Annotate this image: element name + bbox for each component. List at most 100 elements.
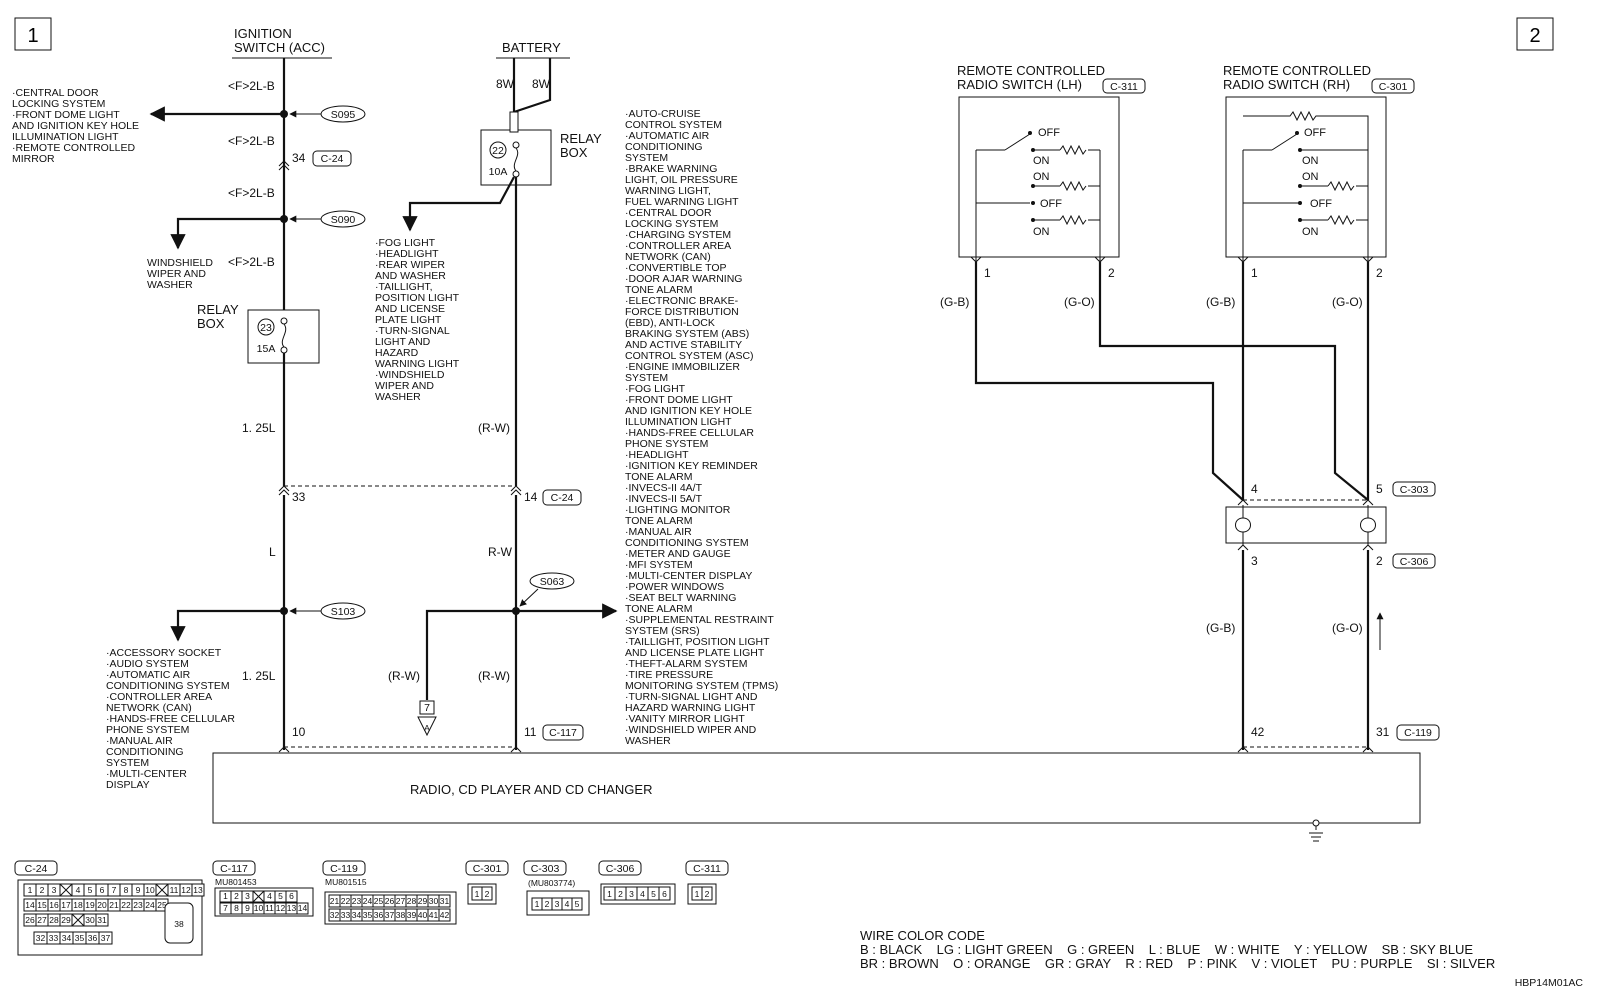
list-line: ·FOG LIGHT xyxy=(625,383,686,395)
connector-pin-label: 42 xyxy=(440,910,450,920)
list-line: ·MFI SYSTEM xyxy=(625,559,693,571)
splice-s103 xyxy=(320,602,366,620)
connector-cell xyxy=(438,908,451,922)
list-line: CONTROL SYSTEM xyxy=(625,119,722,131)
connector-pin-label: 22 xyxy=(121,900,131,910)
connector-cell xyxy=(285,890,298,903)
connector-cell xyxy=(481,886,493,901)
svg-text:C-24: C-24 xyxy=(321,153,344,165)
svg-text:OFF: OFF xyxy=(1040,198,1062,210)
list-line: NETWORK (CAN) xyxy=(625,251,711,263)
svg-text:7: 7 xyxy=(424,702,430,714)
connector-pin-label: 3 xyxy=(629,889,634,899)
list-line: TONE ALARM xyxy=(625,471,693,483)
wire-gb-lh xyxy=(974,262,1244,501)
connector-pin-label: 25 xyxy=(374,896,384,906)
list-line: CONDITIONING xyxy=(106,746,184,758)
svg-text:8W: 8W xyxy=(496,77,515,91)
list-line: ·TURN-SIGNAL xyxy=(375,325,450,337)
list-line: ·METER AND GAUGE xyxy=(625,548,731,560)
svg-text:34: 34 xyxy=(292,151,306,165)
connector-pin-label: 6 xyxy=(289,891,294,901)
svg-text:C-306: C-306 xyxy=(1400,556,1429,568)
connector-pin-label: 36 xyxy=(374,910,384,920)
list-line: ·ACCESSORY SOCKET xyxy=(106,647,222,659)
list-line: ·VANITY MIRROR LIGHT xyxy=(625,713,745,725)
svg-text:MU801515: MU801515 xyxy=(325,877,367,887)
svg-text:ON: ON xyxy=(1033,226,1050,238)
connector-pin-label: 2 xyxy=(234,891,239,901)
connector-tag-c24 xyxy=(312,150,352,167)
connector-pin-label: 5 xyxy=(88,885,93,895)
connector-pin-label: 1 xyxy=(223,891,228,901)
top-left-system-list: ·CENTRAL DOOR LOCKING SYSTEM·FRONT DOME … xyxy=(12,87,139,165)
list-line: ·DOOR AJAR WARNING xyxy=(625,273,742,285)
ignition-title-1: IGNITION xyxy=(234,26,292,41)
svg-text:(MU803774): (MU803774) xyxy=(528,878,575,888)
connector-cell xyxy=(98,931,113,945)
svg-text:1: 1 xyxy=(984,266,991,280)
list-line: ·CHARGING SYSTEM xyxy=(625,229,731,241)
connector-pin-label: 5 xyxy=(278,891,283,901)
list-line: NETWORK (CAN) xyxy=(106,702,192,714)
connector-pin-label: 34 xyxy=(62,933,72,943)
list-line: FORCE DISTRIBUTION xyxy=(625,306,739,318)
connector-pin-label: 2 xyxy=(485,889,490,899)
connector-pin-label: 6 xyxy=(662,889,667,899)
list-line: ·AUDIO SYSTEM xyxy=(106,658,189,670)
svg-text:(G-B): (G-B) xyxy=(1206,295,1235,309)
joint-loop-left xyxy=(1235,505,1251,545)
svg-text:4: 4 xyxy=(1251,482,1258,496)
splice-s063 xyxy=(529,572,575,590)
svg-text:B : BLACK LG : LIGHT GREEN: B : BLACK LG : LIGHT GREEN G : GREEN L :… xyxy=(860,942,1473,957)
list-line: SYSTEM xyxy=(625,152,668,164)
svg-text:2: 2 xyxy=(1108,266,1115,280)
svg-text:5: 5 xyxy=(1376,482,1383,496)
connector-pin-label: 23 xyxy=(133,900,143,910)
list-line: ·INVECS-II 5A/T xyxy=(625,493,703,505)
figure-code: HBP14M01AC xyxy=(1515,977,1584,989)
connector-pin-label: 24 xyxy=(363,896,373,906)
list-line: CONDITIONING xyxy=(625,141,703,153)
joint-loop-right xyxy=(1360,505,1376,545)
connector-pin-label: 26 xyxy=(25,915,35,925)
connector-pin-label: 6 xyxy=(100,885,105,895)
svg-text:C-24: C-24 xyxy=(551,492,574,504)
connector-cell xyxy=(95,913,109,927)
list-line: ·ELECTRONIC BRAKE- xyxy=(625,295,739,307)
svg-text:(G-O): (G-O) xyxy=(1332,621,1363,635)
connector-pin-label: 1 xyxy=(695,889,700,899)
connector-pin-label: 1 xyxy=(28,885,33,895)
list-line: AND LICENSE PLATE LIGHT xyxy=(625,647,765,659)
svg-text:C-311: C-311 xyxy=(693,863,721,875)
battery-title: BATTERY xyxy=(502,40,561,55)
list-line: ·LIGHTING MONITOR xyxy=(625,504,731,516)
connector-pin-label: 7 xyxy=(112,885,117,895)
svg-text:C-117: C-117 xyxy=(549,727,577,739)
list-line: CONDITIONING SYSTEM xyxy=(625,537,749,549)
svg-text:C-24: C-24 xyxy=(25,863,48,875)
list-line: ·TAILLIGHT, POSITION LIGHT xyxy=(625,636,770,648)
list-line: AND ACTIVE STABILITY xyxy=(625,339,742,351)
list-line: ·MULTI-CENTER xyxy=(106,768,187,780)
wire-label-l: L xyxy=(269,545,276,559)
connector-cell xyxy=(701,886,713,901)
connector-cell xyxy=(658,886,671,901)
svg-text:2: 2 xyxy=(1529,25,1540,47)
list-line: PHONE SYSTEM xyxy=(625,438,708,450)
list-line: ·HEADLIGHT xyxy=(375,248,439,260)
systems-list: ·AUTO-CRUISE CONTROL SYSTEM·AUTOMATIC AI… xyxy=(625,108,778,747)
connector-pin-label: 5 xyxy=(575,899,580,909)
connector-pin-label: 2 xyxy=(40,885,45,895)
connector-pin-label: 29 xyxy=(61,915,71,925)
wire-label-125l: 1. 25L xyxy=(242,421,276,435)
svg-text:S103: S103 xyxy=(331,606,356,618)
list-line: ·TIRE PRESSURE xyxy=(625,669,713,681)
svg-text:C-119: C-119 xyxy=(1404,727,1432,739)
wire-label-f2lb-3: <F>2L-B xyxy=(228,186,275,200)
list-line: TONE ALARM xyxy=(625,284,693,296)
list-line: WASHER xyxy=(375,391,421,403)
